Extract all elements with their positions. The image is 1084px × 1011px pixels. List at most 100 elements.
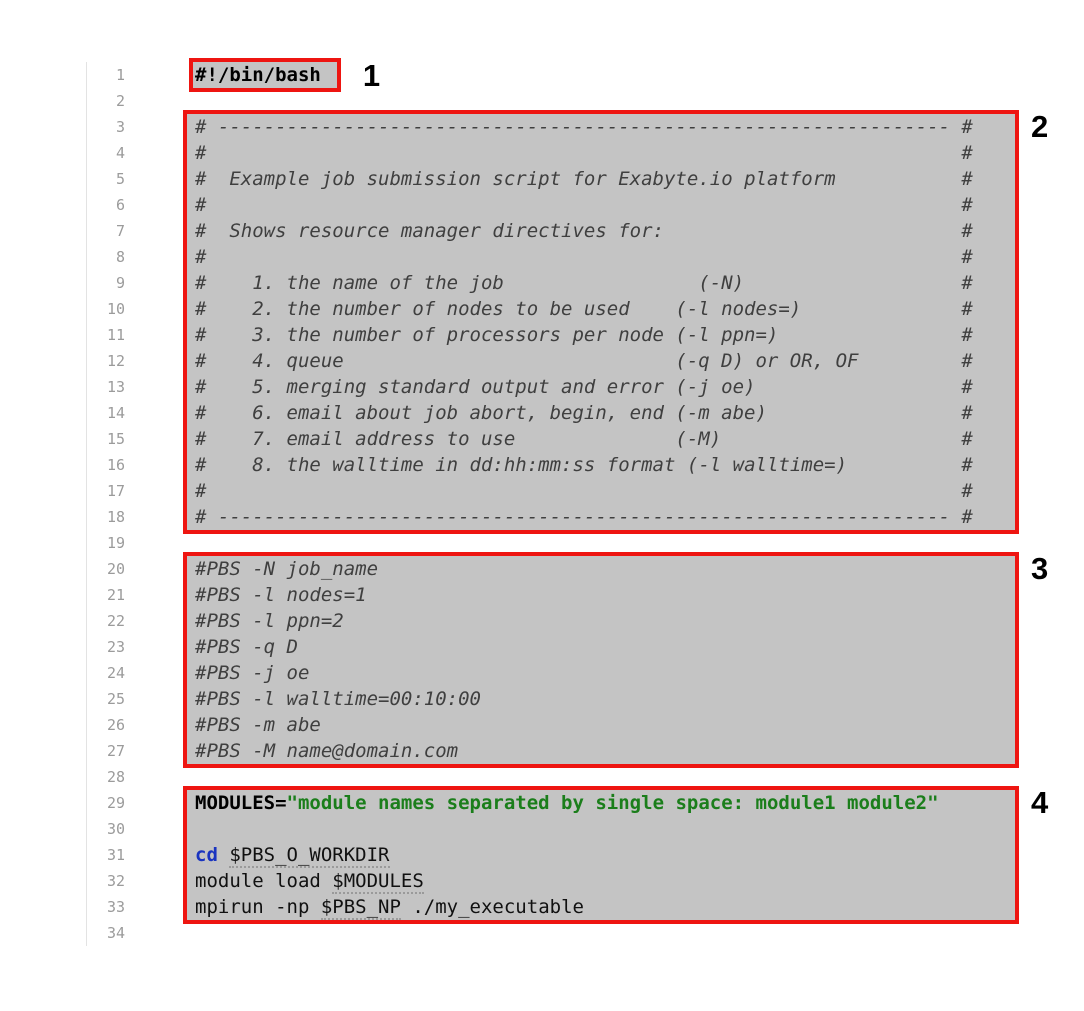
code-segment-comment: # — [961, 324, 973, 346]
code-segment-comment: # --------------------------------------… — [195, 506, 950, 528]
line-number: 11 — [106, 326, 125, 344]
line-number: 21 — [106, 586, 125, 604]
code-segment-comment: #PBS -l walltime=00:10:00 — [195, 688, 481, 710]
code-line-text: # --------------------------------------… — [195, 504, 973, 530]
line-number: 15 — [106, 430, 125, 448]
line-number: 24 — [106, 664, 125, 682]
code-line: cd $PBS_O_WORKDIR — [187, 842, 1015, 868]
line-number: 30 — [106, 820, 125, 838]
code-segment-comment: (-l walltime=) — [686, 454, 848, 476]
code-line-text: # 5. merging standard output and error(-… — [195, 374, 973, 400]
code-area: #!/bin/bash 1 2 # -------------------------… — [183, 58, 1048, 946]
code-segment-comment: #PBS -l nodes=1 — [195, 584, 367, 606]
code-line: ## — [187, 140, 1015, 166]
line-number: 20 — [106, 560, 125, 578]
line-number: 7 — [115, 222, 125, 240]
line-number: 23 — [106, 638, 125, 656]
code-line-text: # 4. queue(-q D) or OR, OF# — [195, 348, 973, 374]
code-line-text: # 3. the number of processors per node (-… — [195, 322, 973, 348]
line-number: 14 — [106, 404, 125, 422]
code-segment-comment: #PBS -N job_name — [195, 558, 379, 580]
line-number: 17 — [106, 482, 125, 500]
code-line: # 5. merging standard output and error(-… — [187, 374, 1015, 400]
code-segment-kw: cd — [195, 844, 218, 866]
line-number: 12 — [106, 352, 125, 370]
code-line — [187, 764, 1015, 790]
code-segment-comment: # 2. the number of nodes to be used — [195, 298, 630, 320]
code-segment-comment: # 8. the walltime in dd:hh:mm:ss format — [195, 454, 676, 476]
code-segment-comment: (-l ppn=) — [675, 324, 779, 346]
code-segment-var: $PBS_NP — [320, 896, 401, 920]
code-segment-comment: #PBS -M name@domain.com — [195, 740, 459, 762]
code-line: # 4. queue(-q D) or OR, OF# — [187, 348, 1015, 374]
code-line-text: # 6. email about job abort, begin, end(-… — [195, 400, 973, 426]
annotation-box-2: 2 # -------------------------------------… — [183, 110, 1048, 534]
line-number: 26 — [106, 716, 125, 734]
code-line: #PBS -l ppn=2 — [187, 608, 1015, 634]
code-line: # Example job submission script for Exab… — [187, 166, 1015, 192]
code-line-text: #PBS -N job_name — [195, 556, 378, 582]
code-line: # 6. email about job abort, begin, end(-… — [187, 400, 1015, 426]
line-number: 22 — [106, 612, 125, 630]
annotation-box-3: 3#PBS -N job_name#PBS -l nodes=1#PBS -l … — [183, 552, 1048, 768]
code-line-text: ## — [195, 244, 973, 270]
annotation-label-2: 2 — [1031, 109, 1049, 144]
code-segment-comment: # — [961, 428, 973, 450]
code-line-text: cd $PBS_O_WORKDIR — [195, 842, 390, 868]
code-segment-comment: # — [961, 272, 973, 294]
code-segment-comment: (-q D) or OR, OF — [675, 350, 859, 372]
code-segment-comment: # — [195, 246, 207, 268]
annotation-label-3: 3 — [1031, 551, 1049, 586]
line-number: 32 — [106, 872, 125, 890]
code-line: ## — [187, 244, 1015, 270]
code-segment-var: $MODULES — [332, 870, 424, 894]
code-segment-comment: (-M) — [675, 428, 722, 450]
code-segment-comment: # 6. email about job abort, begin, end — [195, 402, 664, 424]
line-number: 8 — [115, 248, 125, 266]
code-segment-comment: # — [961, 480, 973, 502]
code-segment-comment: #PBS -q D — [195, 636, 298, 658]
code-line: #PBS -m abe — [187, 712, 1015, 738]
code-segment-comment: (-j oe) — [675, 376, 756, 398]
code-segment-comment: # — [961, 142, 973, 164]
code-segment-comment: # Shows resource manager directives for: — [195, 220, 664, 242]
code-line-text: ## — [195, 140, 973, 166]
code-line: # 7. email address to use(-M)# — [187, 426, 1015, 452]
line-number: 4 — [115, 144, 125, 162]
code-segment-comment: # 3. the number of processors per node — [195, 324, 664, 346]
annotation-box-1: #!/bin/bash — [189, 58, 341, 92]
code-segment-comment: # — [961, 506, 973, 528]
code-line: #PBS -N job_name — [187, 556, 1015, 582]
annotation-label-1: 1 — [362, 58, 381, 93]
code-line-text: # Shows resource manager directives for:… — [195, 218, 973, 244]
code-line-text: #PBS -l nodes=1 — [195, 582, 367, 608]
line-number: 33 — [106, 898, 125, 916]
line-number: 28 — [106, 768, 125, 786]
code-line-text: # 7. email address to use(-M)# — [195, 426, 973, 452]
code-line-text: ## — [195, 192, 973, 218]
code-line: module load $MODULES — [187, 868, 1015, 894]
line-number: 16 — [106, 456, 125, 474]
line-number: 10 — [106, 300, 125, 318]
line-number: 19 — [106, 534, 125, 552]
line-number: 2 — [115, 92, 125, 110]
code-line: # Shows resource manager directives for:… — [187, 218, 1015, 244]
code-segment-shebang: #!/bin/bash — [195, 64, 321, 86]
code-segment-comment: # — [961, 246, 973, 268]
code-line-text: MODULES="module names separated by singl… — [195, 790, 939, 816]
code-segment-comment: #PBS -m abe — [195, 714, 321, 736]
code-line-text: ## — [195, 478, 973, 504]
line-number: 29 — [106, 794, 125, 812]
code-line: ## — [187, 478, 1015, 504]
code-segment-comment: #PBS -j oe — [195, 662, 310, 684]
line-number: 27 — [106, 742, 125, 760]
code-segment-comment: # — [961, 454, 973, 476]
code-segment-string: "module names separated by single space:… — [286, 792, 939, 814]
code-line: #PBS -l nodes=1 — [187, 582, 1015, 608]
code-segment-plain: mpirun -np — [195, 896, 321, 918]
code-line: #PBS -l walltime=00:10:00 — [187, 686, 1015, 712]
code-line-text: # 8. the walltime in dd:hh:mm:ss format (… — [195, 452, 973, 478]
code-line-text: #PBS -j oe — [195, 660, 309, 686]
